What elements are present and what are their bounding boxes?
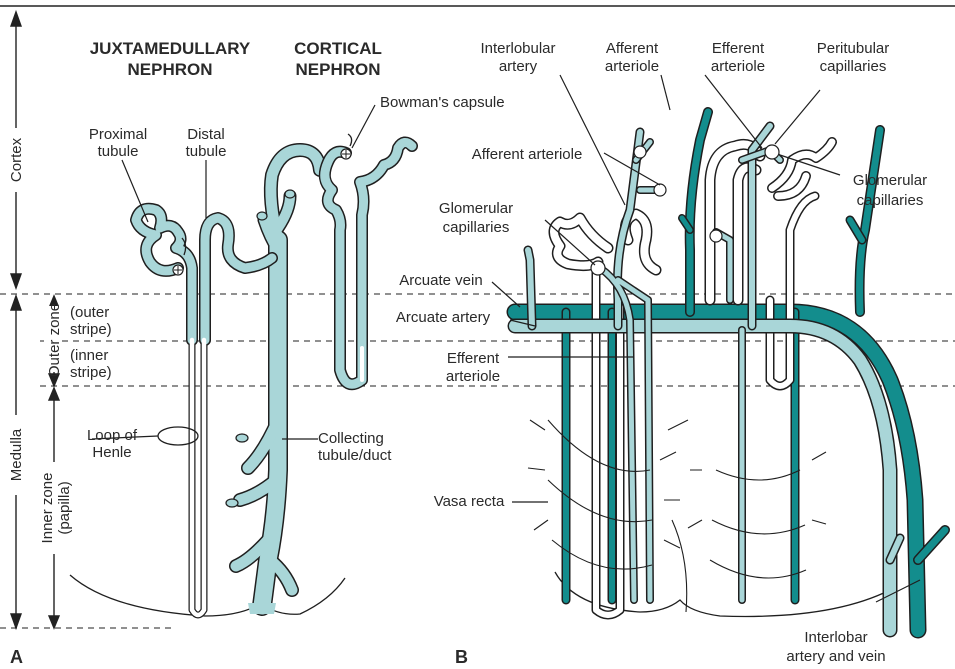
distal-tubule-label: Distal: [187, 126, 225, 143]
efferent-arteriole-mid-label-2: arteriole: [446, 368, 500, 385]
glomerular-capillaries-left-label: Glomerular: [439, 200, 513, 217]
arcuate-vein-label: Arcuate vein: [399, 272, 482, 289]
afferent-arteriole-mid-label: Afferent arteriole: [472, 146, 583, 163]
juxtamedullary-header-2: NEPHRON: [127, 60, 212, 79]
outer-stripe-label: (outer: [70, 304, 109, 321]
vasa-recta-label: Vasa recta: [434, 493, 505, 510]
panel-b-letter: B: [455, 647, 468, 667]
proximal-tubule-label: Proximal: [89, 126, 147, 143]
interlobar-label: Interlobar: [804, 629, 867, 646]
glomerular-capillaries-right-label: Glomerular: [853, 172, 927, 189]
veins: [515, 112, 945, 630]
vasa-recta: [528, 420, 826, 612]
inner-zone-label: Inner zone: [39, 473, 56, 544]
panel-a: [70, 105, 412, 616]
peritubular-capillaries-label-2: capillaries: [820, 58, 887, 75]
bowmans-capsule-label: Bowman's capsule: [380, 94, 505, 111]
interlobar-label-2: artery and vein: [786, 648, 885, 665]
inner-stripe-label-2: stripe): [70, 364, 112, 381]
loop-of-henle-label: Loop of: [87, 427, 138, 444]
medulla-label: Medulla: [8, 428, 25, 481]
cortical-header: CORTICAL: [294, 39, 382, 58]
panel-a-letter: A: [10, 647, 23, 667]
inner-stripe-label: (inner: [70, 347, 108, 364]
collecting-duct-label: Collecting: [318, 430, 384, 447]
juxtamedullary-header: JUXTAMEDULLARY: [90, 39, 251, 58]
collecting-duct-label-2: tubule/duct: [318, 447, 392, 464]
arcuate-artery-label: Arcuate artery: [396, 309, 491, 326]
outer-stripe-label-2: stripe): [70, 321, 112, 338]
cortical-header-2: NEPHRON: [295, 60, 380, 79]
interlobular-artery-label-2: artery: [499, 58, 538, 75]
proximal-tubule-label-2: tubule: [98, 143, 139, 160]
distal-tubule-label-2: tubule: [186, 143, 227, 160]
loop-of-henle-label-2: Henle: [92, 444, 131, 461]
inner-zone-sub-label: (papilla): [56, 481, 73, 534]
peritubular-capillaries-label: Peritubular: [817, 40, 890, 57]
efferent-arteriole-mid-label: Efferent: [447, 350, 500, 367]
afferent-arteriole-top-label: Afferent: [606, 40, 659, 57]
cortical-nephron: [325, 134, 412, 384]
interlobular-artery-label: Interlobular: [480, 40, 555, 57]
glomerular-capillaries-left-label-2: capillaries: [443, 219, 510, 236]
efferent-arteriole-top-label: Efferent: [712, 40, 765, 57]
zone-boundaries: [0, 294, 955, 628]
cortex-label: Cortex: [8, 137, 25, 182]
efferent-arteriole-top-label-2: arteriole: [711, 58, 765, 75]
afferent-arteriole-top-label-2: arteriole: [605, 58, 659, 75]
glomerular-capillaries-right-label-2: capillaries: [857, 192, 924, 209]
collecting-duct: [226, 150, 320, 614]
outer-zone-label: Outer zone: [46, 303, 63, 377]
